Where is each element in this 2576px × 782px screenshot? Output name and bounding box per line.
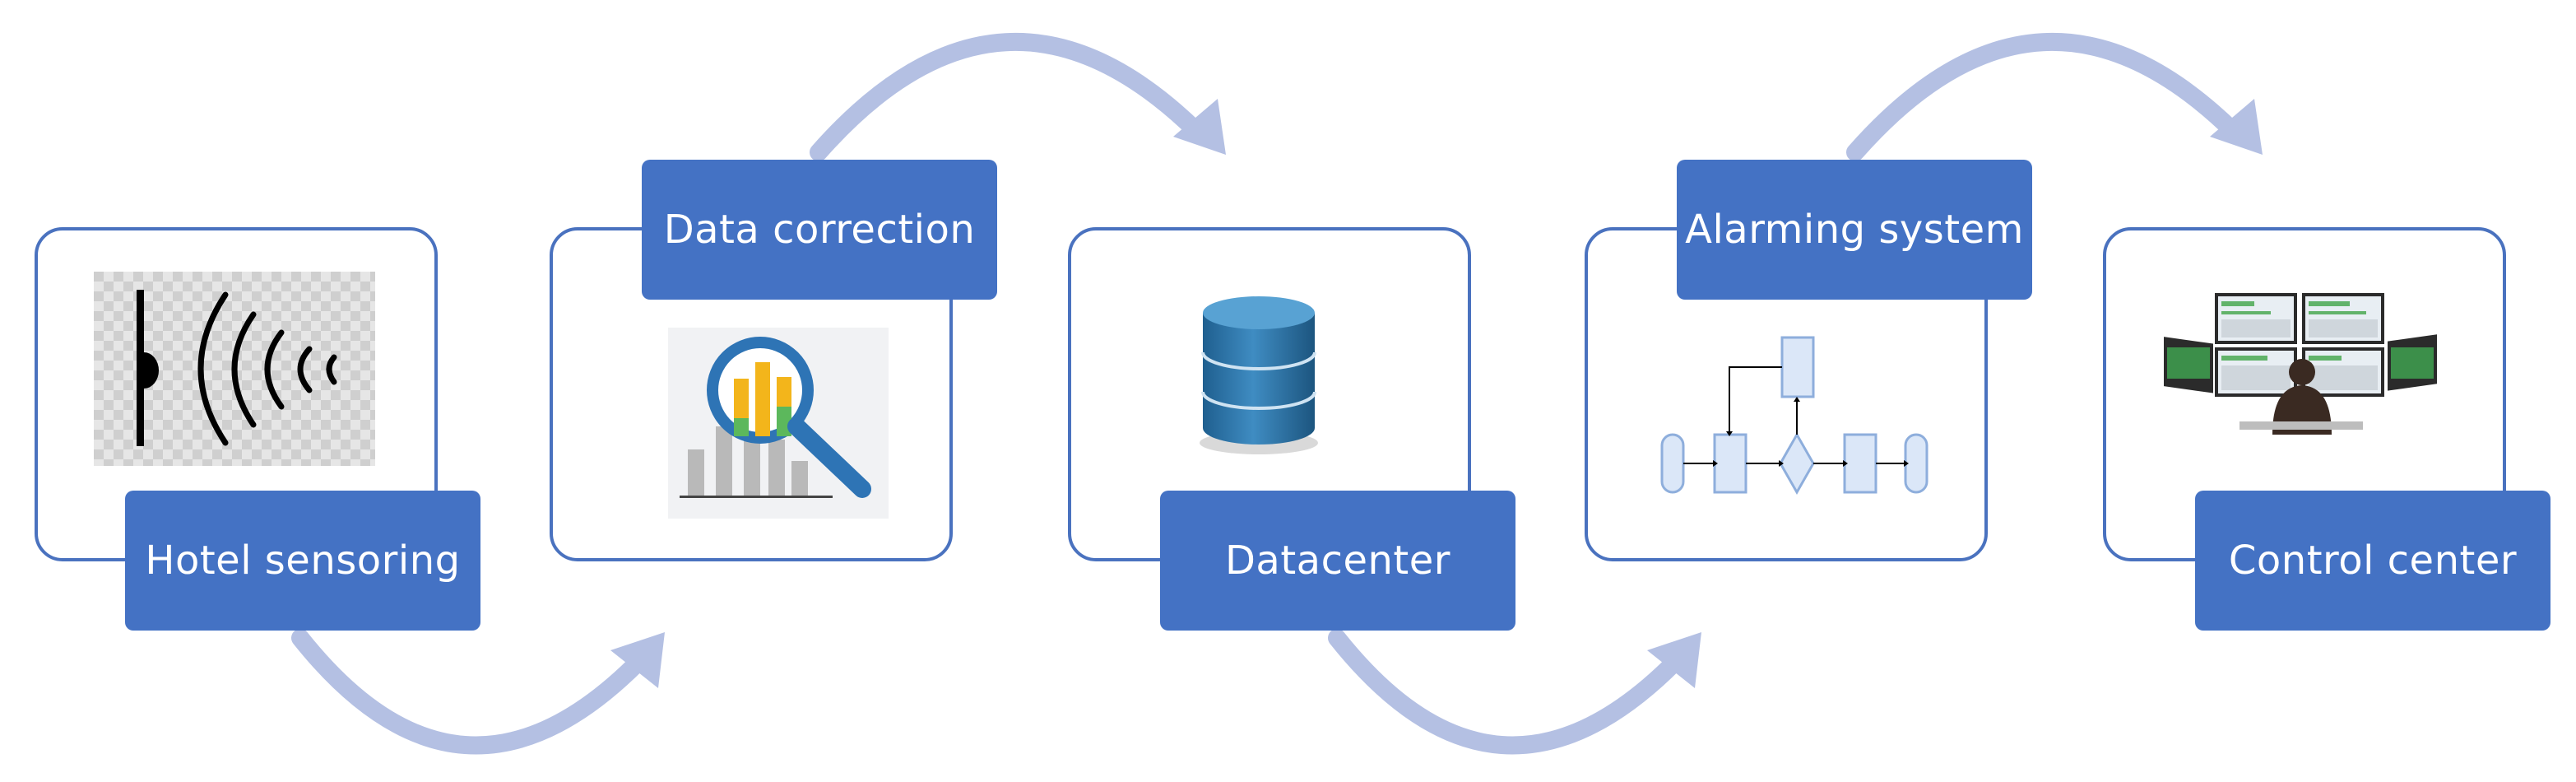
arrow-bottom-2 <box>1328 629 1701 755</box>
arrow-top-2 <box>1846 32 2263 161</box>
step-label-5: Control center <box>2195 491 2550 631</box>
control-room-monitors-icon <box>2157 290 2444 435</box>
step-label-2: Data correction <box>642 160 997 300</box>
sensor-waves-icon <box>94 272 375 466</box>
flowchart-icon <box>1659 331 1938 504</box>
arrow-top-1 <box>810 32 1226 161</box>
step-label-3: Datacenter <box>1160 491 1515 631</box>
step-label-4: Alarming system <box>1677 160 2032 300</box>
database-icon <box>1193 288 1325 461</box>
magnifier-chart-icon <box>668 328 889 519</box>
arrow-bottom-1 <box>291 629 665 755</box>
step-label-1: Hotel sensoring <box>125 491 480 631</box>
